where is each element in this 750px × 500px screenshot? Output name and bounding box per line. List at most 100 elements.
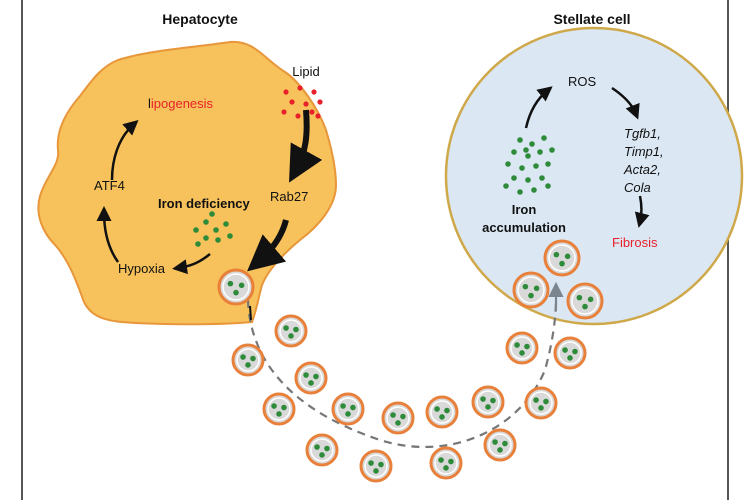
lipid-droplets [281,85,323,119]
lipid-dot [281,109,287,115]
arrow-rab27-to-vesicle [247,219,289,272]
title-stellate-cell: Stellate cell [553,11,630,27]
iron-dot [213,227,219,233]
vesicle-iron-dot [276,411,282,417]
arrow-rab27-to-hypoxia [172,253,211,275]
gene-acta2: Acta2, [623,162,661,177]
lipid-dot [289,99,295,105]
vesicle-iron-dot [572,348,578,355]
stellate-cell [444,26,744,326]
vesicle-iron-dot [340,403,346,409]
lipid-dot [295,113,301,119]
label-atf4: ATF4 [94,178,125,193]
vesicle-iron-dot [324,445,330,452]
vesicle-iron-dot [390,412,396,418]
iron-dot [541,135,547,141]
label-lipogenesis: lipogenesis [148,96,214,111]
vesicle-iron-dot [314,444,320,450]
vesicle-membrane [548,244,576,272]
lipid-dot [303,101,309,107]
vesicle-iron-dot [490,397,496,404]
vesicle-iron-dot [587,296,594,303]
vesicle-iron-dot [519,350,525,356]
vesicle-iron-dot [524,343,530,350]
iron-dot [195,241,201,247]
vesicle-iron-dot [564,253,571,260]
lipid-dot [297,85,303,91]
lipogenesis-prefix: l [148,96,151,111]
vesicle-iron-dot [538,405,544,411]
gene-tgfb1: Tgfb1, [624,126,661,141]
lipogenesis-rest: ipogenesis [151,96,214,111]
vesicle-iron-dot [308,380,314,386]
iron-particles-hepatocyte [193,211,233,247]
iron-dot [511,175,517,181]
arrow-hypoxia-to-atf4 [96,206,120,263]
label-iron-deficiency: Iron deficiency [158,196,251,211]
vesicle-transport-path [246,297,558,449]
iron-dot [523,147,529,153]
vesicle-membrane [529,391,553,415]
vesicle-group [217,239,604,483]
vesicle-iron-dot [245,362,251,368]
iron-dot [545,183,551,189]
vesicle-membrane [222,273,250,301]
vesicle-iron-dot [434,406,440,412]
iron-dot [545,161,551,167]
iron-dot [517,137,523,143]
vesicle-iron-dot [533,397,539,403]
vesicle-iron-dot [444,407,450,414]
iron-dot [517,189,523,195]
vesicle-iron-dot [238,282,245,289]
vesicle-membrane [279,319,303,343]
arrow-lipid-to-rab27 [289,109,323,183]
vesicle-iron-dot [288,333,294,339]
arrow-iron-to-ros [524,86,553,129]
iron-dot [511,149,517,155]
iron-dot [215,237,221,243]
hepatocyte-cell [37,40,338,326]
iron-dot [209,211,215,217]
label-lipid: Lipid [292,64,319,79]
vesicle-membrane [488,433,512,457]
vesicle-iron-dot [528,292,534,299]
iron-particles-stellate [503,135,555,195]
vesicle-membrane [364,454,388,478]
vesicle-iron-dot [400,413,406,420]
label-ros: ROS [568,74,597,89]
vesicle-iron-dot [378,461,384,468]
vesicle-membrane [571,287,599,315]
vesicle-membrane [558,341,582,365]
vesicle [566,282,604,320]
arrow-vesicle-exit [249,305,252,321]
vesicle-iron-dot [559,260,565,267]
vesicle-iron-dot [492,439,498,445]
vesicle-iron-dot [443,465,449,471]
vesicle-iron-dot [485,404,491,410]
vesicle-iron-dot [522,283,529,290]
gene-timp1: Timp1, [624,144,664,159]
vesicle-iron-dot [562,347,568,353]
title-hepatocyte: Hepatocyte [162,11,238,27]
iron-dot [227,233,233,239]
iron-dot [531,187,537,193]
lipid-dot [283,89,289,95]
iron-dot [533,163,539,169]
arrow-genes-to-fibrosis [634,195,650,228]
vesicle-iron-dot [514,342,520,348]
vesicle-membrane [267,397,291,421]
vesicle-membrane [476,390,500,414]
iron-dot [223,221,229,227]
lipid-dot [309,109,315,115]
vesicle-iron-dot [350,404,356,411]
vesicle-iron-dot [227,280,234,287]
vesicle-iron-dot [373,468,379,474]
vesicle-iron-dot [271,403,277,409]
vesicle-iron-dot [502,440,508,447]
vesicle-iron-dot [480,396,486,402]
label-hypoxia: Hypoxia [118,261,166,276]
iron-dot [525,177,531,183]
vesicle-iron-dot [438,457,444,463]
iron-dot [203,235,209,241]
